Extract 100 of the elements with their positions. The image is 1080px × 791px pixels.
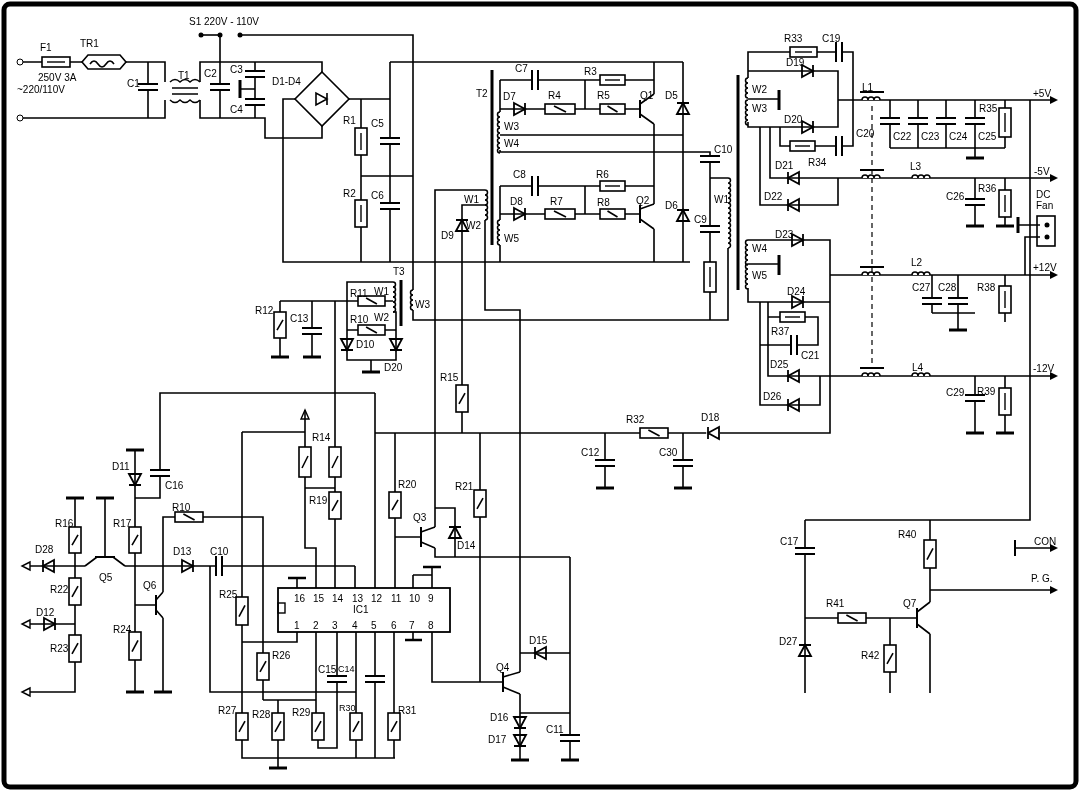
component-label: R38 bbox=[977, 282, 996, 293]
component-label: C12 bbox=[581, 447, 600, 458]
component-label: 4 bbox=[352, 620, 358, 631]
component-label: C19 bbox=[822, 33, 841, 44]
component-label: C10 bbox=[210, 546, 229, 557]
component-label: R42 bbox=[861, 650, 880, 661]
component-label: R32 bbox=[626, 414, 645, 425]
component-label: C25 bbox=[978, 131, 997, 142]
component-label: W4 bbox=[504, 138, 519, 149]
component-label: D16 bbox=[490, 712, 509, 723]
component-label: R24 bbox=[113, 624, 132, 635]
component-label: D18 bbox=[701, 412, 720, 423]
component-label: W1 bbox=[374, 286, 389, 297]
component-label: R10 bbox=[172, 502, 191, 513]
component-label: S1 220V - 110V bbox=[189, 16, 259, 27]
component-label: R39 bbox=[977, 386, 996, 397]
component-label: R21 bbox=[455, 481, 474, 492]
component-label: R20 bbox=[398, 479, 417, 490]
component-label: R5 bbox=[597, 90, 610, 101]
component-label: C4 bbox=[230, 104, 243, 115]
component-label: R4 bbox=[548, 90, 561, 101]
component-label: R17 bbox=[113, 518, 132, 529]
component-label: D10 bbox=[356, 339, 375, 350]
component-label: D8 bbox=[510, 196, 523, 207]
component-label: D25 bbox=[770, 359, 789, 370]
component-label: R8 bbox=[597, 197, 610, 208]
component-label: C21 bbox=[801, 350, 820, 361]
component-label: R35 bbox=[979, 103, 998, 114]
component-label: 250V 3A bbox=[38, 72, 77, 83]
component-label: C7 bbox=[515, 63, 528, 74]
component-label: C2 bbox=[204, 68, 217, 79]
component-label: R15 bbox=[440, 372, 459, 383]
component-label: W4 bbox=[752, 243, 767, 254]
component-label: D6 bbox=[665, 200, 678, 211]
component-label: 12 bbox=[371, 593, 383, 604]
component-label: 5 bbox=[371, 620, 377, 631]
component-label: R12 bbox=[255, 305, 274, 316]
component-label: D5 bbox=[665, 90, 678, 101]
component-label: R27 bbox=[218, 705, 237, 716]
component-label: R1 bbox=[343, 115, 356, 126]
component-label: L1 bbox=[862, 82, 874, 93]
component-label: C29 bbox=[946, 387, 965, 398]
component-label: CON bbox=[1034, 536, 1057, 547]
component-label: F1 bbox=[40, 42, 52, 53]
component-label: D13 bbox=[173, 546, 192, 557]
component-label: 9 bbox=[428, 593, 434, 604]
component-label: 2 bbox=[313, 620, 319, 631]
component-label: Q7 bbox=[903, 598, 917, 609]
component-label: R2 bbox=[343, 188, 356, 199]
component-label: W2 bbox=[752, 84, 767, 95]
component-label: W1 bbox=[714, 194, 729, 205]
component-label: D26 bbox=[763, 391, 782, 402]
component-label: IC1 bbox=[353, 604, 369, 615]
component-label: C16 bbox=[165, 480, 184, 491]
component-label: DC Fan bbox=[1036, 189, 1055, 211]
component-label: C17 bbox=[780, 536, 799, 547]
component-label: 11 bbox=[391, 593, 402, 604]
component-label: R31 bbox=[398, 705, 417, 716]
component-label: 10 bbox=[409, 593, 421, 604]
component-label: C24 bbox=[949, 131, 968, 142]
component-label: 1 bbox=[294, 620, 300, 631]
component-label: 8 bbox=[428, 620, 434, 631]
component-label: R29 bbox=[292, 707, 311, 718]
component-label: 14 bbox=[332, 593, 344, 604]
component-label: W5 bbox=[504, 233, 519, 244]
component-label: D19 bbox=[786, 57, 805, 68]
component-label: C3 bbox=[230, 64, 243, 75]
component-label: D9 bbox=[441, 230, 454, 241]
component-label: -5V bbox=[1034, 166, 1050, 177]
component-label: R30 bbox=[339, 703, 356, 714]
component-label: ~220/110V bbox=[17, 84, 65, 95]
component-label: D15 bbox=[529, 635, 548, 646]
component-label: D23 bbox=[775, 229, 794, 240]
component-label: R40 bbox=[898, 529, 917, 540]
component-label: D20 bbox=[784, 114, 803, 125]
component-label: R14 bbox=[312, 432, 331, 443]
component-label: L3 bbox=[910, 161, 922, 172]
component-label: R25 bbox=[219, 589, 238, 600]
component-label: Q3 bbox=[413, 512, 427, 523]
component-label: W2 bbox=[374, 312, 389, 323]
component-label: T2 bbox=[476, 88, 488, 99]
component-label: C30 bbox=[659, 447, 678, 458]
component-label: R26 bbox=[272, 650, 291, 661]
component-label: C26 bbox=[946, 191, 965, 202]
component-label: TR1 bbox=[80, 38, 99, 49]
component-label: C11 bbox=[546, 724, 564, 735]
component-label: R7 bbox=[550, 196, 563, 207]
component-label: R41 bbox=[826, 598, 845, 609]
component-label: D7 bbox=[503, 91, 516, 102]
component-label: C13 bbox=[290, 313, 309, 324]
component-label: D17 bbox=[488, 734, 507, 745]
component-label: D12 bbox=[36, 607, 55, 618]
component-label: R3 bbox=[584, 66, 597, 77]
component-label: R19 bbox=[309, 495, 328, 506]
component-label: +5V bbox=[1033, 88, 1052, 99]
component-label: D27 bbox=[779, 636, 798, 647]
component-label: C10 bbox=[714, 144, 733, 155]
component-label: 15 bbox=[313, 593, 325, 604]
component-label: C6 bbox=[371, 190, 384, 201]
component-label: P. G. bbox=[1031, 573, 1053, 584]
